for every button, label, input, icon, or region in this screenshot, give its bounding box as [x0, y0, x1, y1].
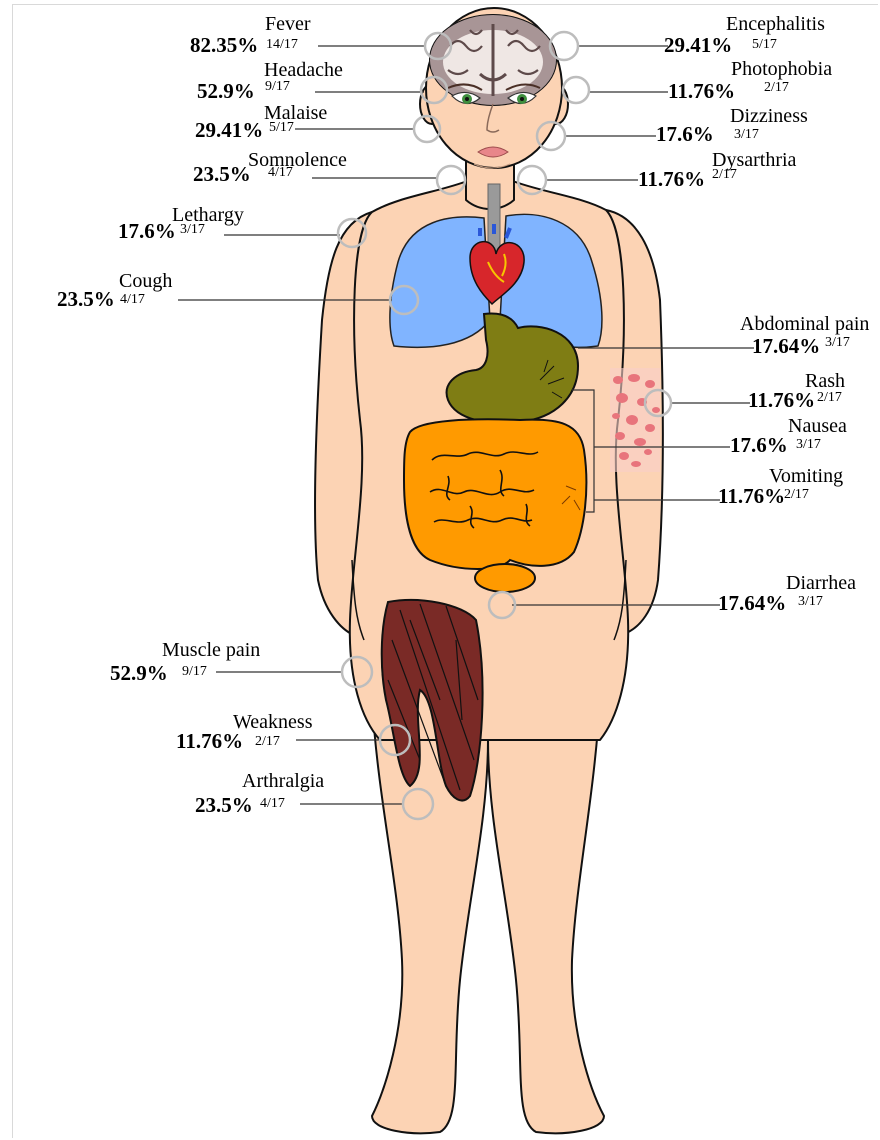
symptom-percent: 17.6%: [656, 124, 714, 145]
symptom-name: Diarrhea: [786, 573, 856, 593]
symptom-percent: 23.5%: [193, 164, 251, 185]
symptom-fraction: 3/17: [796, 438, 821, 452]
symptom-name: Encephalitis: [726, 14, 825, 34]
symptom-name: Abdominal pain: [740, 314, 869, 334]
symptom-fraction: 9/17: [182, 665, 207, 679]
symptom-name: Cough: [119, 271, 172, 291]
symptom-fraction: 4/17: [260, 797, 285, 811]
symptom-fraction: 4/17: [120, 293, 145, 307]
symptom-percent: 29.41%: [664, 35, 732, 56]
symptom-name: Muscle pain: [162, 640, 260, 660]
symptom-name: Arthralgia: [242, 771, 324, 791]
photophobia-marker: [563, 77, 589, 103]
symptom-name: Dizziness: [730, 106, 808, 126]
symptom-name: Headache: [264, 60, 343, 80]
brain: [429, 14, 557, 106]
symptom-fraction: 5/17: [752, 38, 777, 52]
symptom-percent: 23.5%: [195, 795, 253, 816]
symptom-percent: 17.64%: [718, 593, 786, 614]
symptom-fraction: 2/17: [255, 735, 280, 749]
symptom-name: Somnolence: [248, 150, 347, 170]
symptom-fraction: 3/17: [825, 336, 850, 350]
symptom-name: Fever: [265, 14, 311, 34]
symptom-percent: 17.6%: [730, 435, 788, 456]
symptom-percent: 11.76%: [176, 731, 243, 752]
symptom-fraction: 9/17: [265, 80, 290, 94]
symptom-name: Vomiting: [769, 466, 843, 486]
symptom-percent: 52.9%: [110, 663, 168, 684]
symptom-percent: 11.76%: [668, 81, 735, 102]
rash: [610, 368, 660, 472]
symptom-percent: 29.41%: [195, 120, 263, 141]
symptom-name: Weakness: [233, 712, 312, 732]
symptom-fraction: 2/17: [784, 488, 809, 502]
symptom-fraction: 3/17: [180, 223, 205, 237]
symptom-name: Photophobia: [731, 59, 832, 79]
symptom-percent: 17.64%: [752, 336, 820, 357]
symptom-percent: 17.6%: [118, 221, 176, 242]
symptom-percent: 52.9%: [197, 81, 255, 102]
symptom-fraction: 3/17: [798, 595, 823, 609]
symptom-fraction: 2/17: [764, 81, 789, 95]
symptom-fraction: 2/17: [817, 391, 842, 405]
symptom-percent: 11.76%: [718, 486, 785, 507]
symptom-fraction: 5/17: [269, 121, 294, 135]
symptom-percent: 23.5%: [57, 289, 115, 310]
symptom-percent: 82.35%: [190, 35, 258, 56]
symptom-percent: 11.76%: [638, 169, 705, 190]
symptom-fraction: 4/17: [268, 166, 293, 180]
symptom-fraction: 3/17: [734, 128, 759, 142]
symptom-fraction: 2/17: [712, 168, 737, 182]
symptom-fraction: 14/17: [266, 38, 298, 52]
symptom-name: Nausea: [788, 416, 847, 436]
left-leg: [488, 700, 604, 1133]
encephalitis-marker: [550, 32, 578, 60]
symptom-percent: 11.76%: [748, 390, 815, 411]
